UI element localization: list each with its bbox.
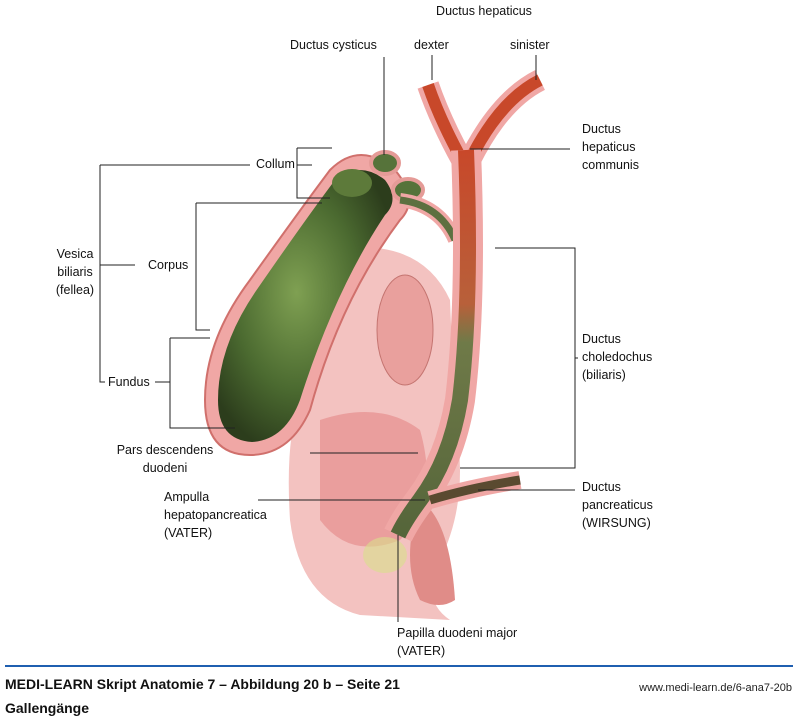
label-line: Papilla duodeni major (397, 626, 518, 640)
label-line: (fellea) (55, 283, 95, 297)
label-pars-descendens-duodeni: Pars descendens duodeni (100, 441, 230, 477)
label-ductus-hepaticus-communis: Ductus hepaticus communis (582, 120, 639, 174)
label-line: (VATER) (164, 526, 213, 540)
label-sinister: sinister (510, 38, 550, 52)
gallbladder-lumen (218, 170, 393, 442)
label-line: choledochus (582, 350, 653, 364)
label-ampulla-hepatopancreatica: Ampulla hepatopancreatica (VATER) (164, 488, 267, 542)
label-line: communis (582, 158, 639, 172)
footer-divider (5, 665, 793, 667)
label-ductus-cysticus: Ductus cysticus (290, 38, 377, 52)
label-dexter: dexter (414, 38, 449, 52)
label-line: Ductus (582, 480, 621, 494)
footer-title: MEDI-LEARN Skript Anatomie 7 – Abbildung… (5, 676, 400, 692)
label-line: Ductus (582, 122, 621, 136)
label-line: (VATER) (397, 644, 446, 658)
label-line: pancreaticus (582, 498, 653, 512)
label-fundus: Fundus (108, 375, 150, 389)
label-line: Ductus (582, 332, 621, 346)
leader-lines (99, 55, 578, 622)
label-ductus-choledochus: Ductus choledochus (biliaris) (582, 330, 652, 384)
label-line: hepaticus (582, 140, 636, 154)
gallbladder-illustration (99, 55, 578, 622)
label-vesica-biliaris: Vesica biliaris (fellea) (50, 245, 100, 299)
label-line: (WIRSUNG) (582, 516, 651, 530)
label-ductus-pancreaticus: Ductus pancreaticus (WIRSUNG) (582, 478, 653, 532)
label-line: duodeni (142, 461, 188, 475)
label-line: Ampulla (164, 490, 210, 504)
footer-subtitle: Gallengänge (5, 700, 90, 716)
footer-url[interactable]: www.medi-learn.de/6-ana7-20b (639, 682, 792, 694)
label-ductus-hepaticus: Ductus hepaticus (436, 4, 532, 18)
label-collum: Collum (256, 157, 295, 171)
label-papilla-duodeni-major: Papilla duodeni major (VATER) (397, 624, 517, 660)
label-line: Pars descendens (116, 443, 214, 457)
label-line: (biliaris) (582, 368, 626, 382)
label-corpus: Corpus (148, 258, 189, 272)
label-line: hepatopancreatica (164, 508, 267, 522)
label-line: Vesica (56, 247, 94, 261)
label-line: biliaris (57, 265, 93, 279)
